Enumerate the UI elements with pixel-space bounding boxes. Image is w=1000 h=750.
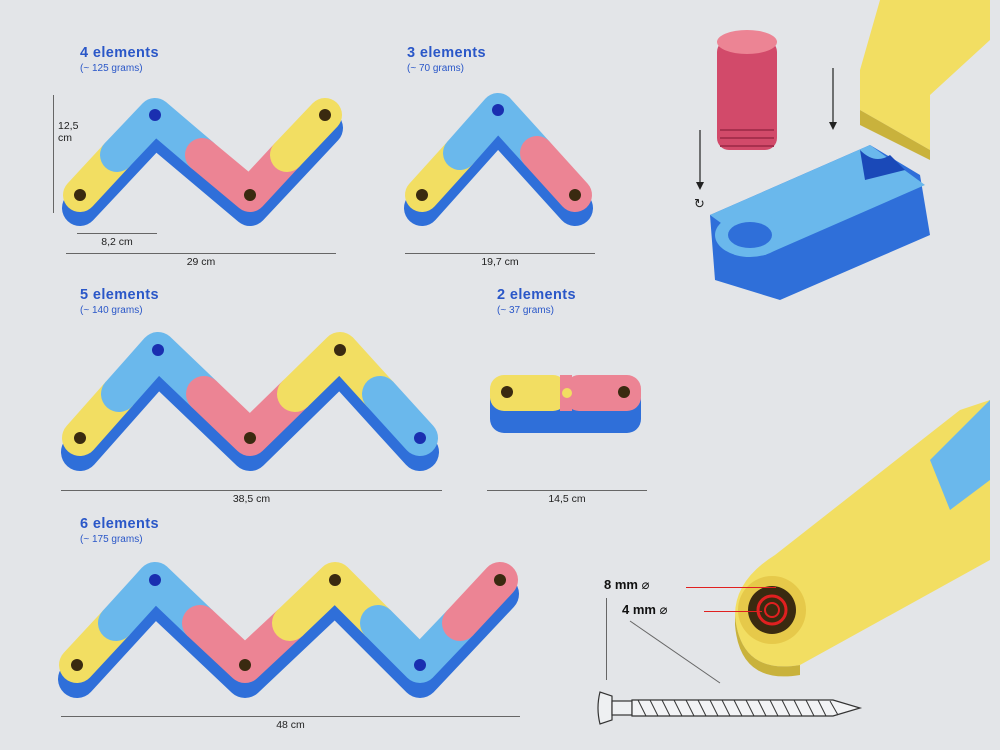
title-4-elements: 4 elements	[80, 45, 159, 61]
element-length-line	[77, 233, 157, 234]
title-2-elements: 2 elements	[497, 287, 576, 303]
weight-3-elements: (~ 70 grams)	[407, 63, 464, 74]
screw-icon	[597, 691, 863, 725]
width-2-elements: 14,5 cm	[548, 493, 586, 505]
title-5-elements: 5 elements	[80, 287, 159, 303]
screw-guide-line	[606, 598, 607, 680]
weight-2-elements: (~ 37 grams)	[497, 305, 554, 316]
assembly-illustration: ↻	[694, 0, 990, 300]
zigzag-4-elements	[62, 98, 343, 226]
inner-diameter-pointer	[704, 611, 762, 612]
svg-text:↻: ↻	[694, 197, 705, 212]
weight-4-elements: (~ 125 grams)	[80, 63, 143, 74]
height-dimension-line	[53, 95, 54, 213]
screw-guide-diagonal	[629, 620, 721, 684]
weight-6-elements: (~ 175 grams)	[80, 534, 143, 545]
width-3-elements: 19,7 cm	[481, 256, 519, 268]
diameter-icon: ⌀	[641, 578, 650, 593]
width-6-elements: 48 cm	[276, 719, 305, 731]
zigzag-3-elements	[404, 93, 593, 226]
width-line-6	[61, 716, 520, 717]
diameter-icon: ⌀	[659, 603, 668, 618]
outer-diameter-pointer	[686, 587, 776, 588]
width-line-3	[405, 253, 595, 254]
height-dimension: 12,5 cm	[58, 120, 79, 144]
title-6-elements: 6 elements	[80, 516, 159, 532]
width-line-2	[487, 490, 647, 491]
width-5-elements: 38,5 cm	[232, 493, 271, 505]
zigzag-5-elements	[61, 332, 439, 471]
width-line-5	[61, 490, 442, 491]
bar-2-elements	[490, 375, 641, 433]
outer-diameter-label: 8 mm ⌀	[604, 577, 650, 593]
weight-5-elements: (~ 140 grams)	[80, 305, 143, 316]
width-4-elements: 29 cm	[186, 256, 216, 268]
inner-diameter-label: 4 mm ⌀	[622, 602, 668, 618]
hole-detail-illustration	[735, 400, 990, 677]
zigzag-6-elements	[58, 562, 519, 698]
width-line-4	[66, 253, 336, 254]
element-length-dimension: 8,2 cm	[101, 236, 133, 248]
title-3-elements: 3 elements	[407, 45, 486, 61]
